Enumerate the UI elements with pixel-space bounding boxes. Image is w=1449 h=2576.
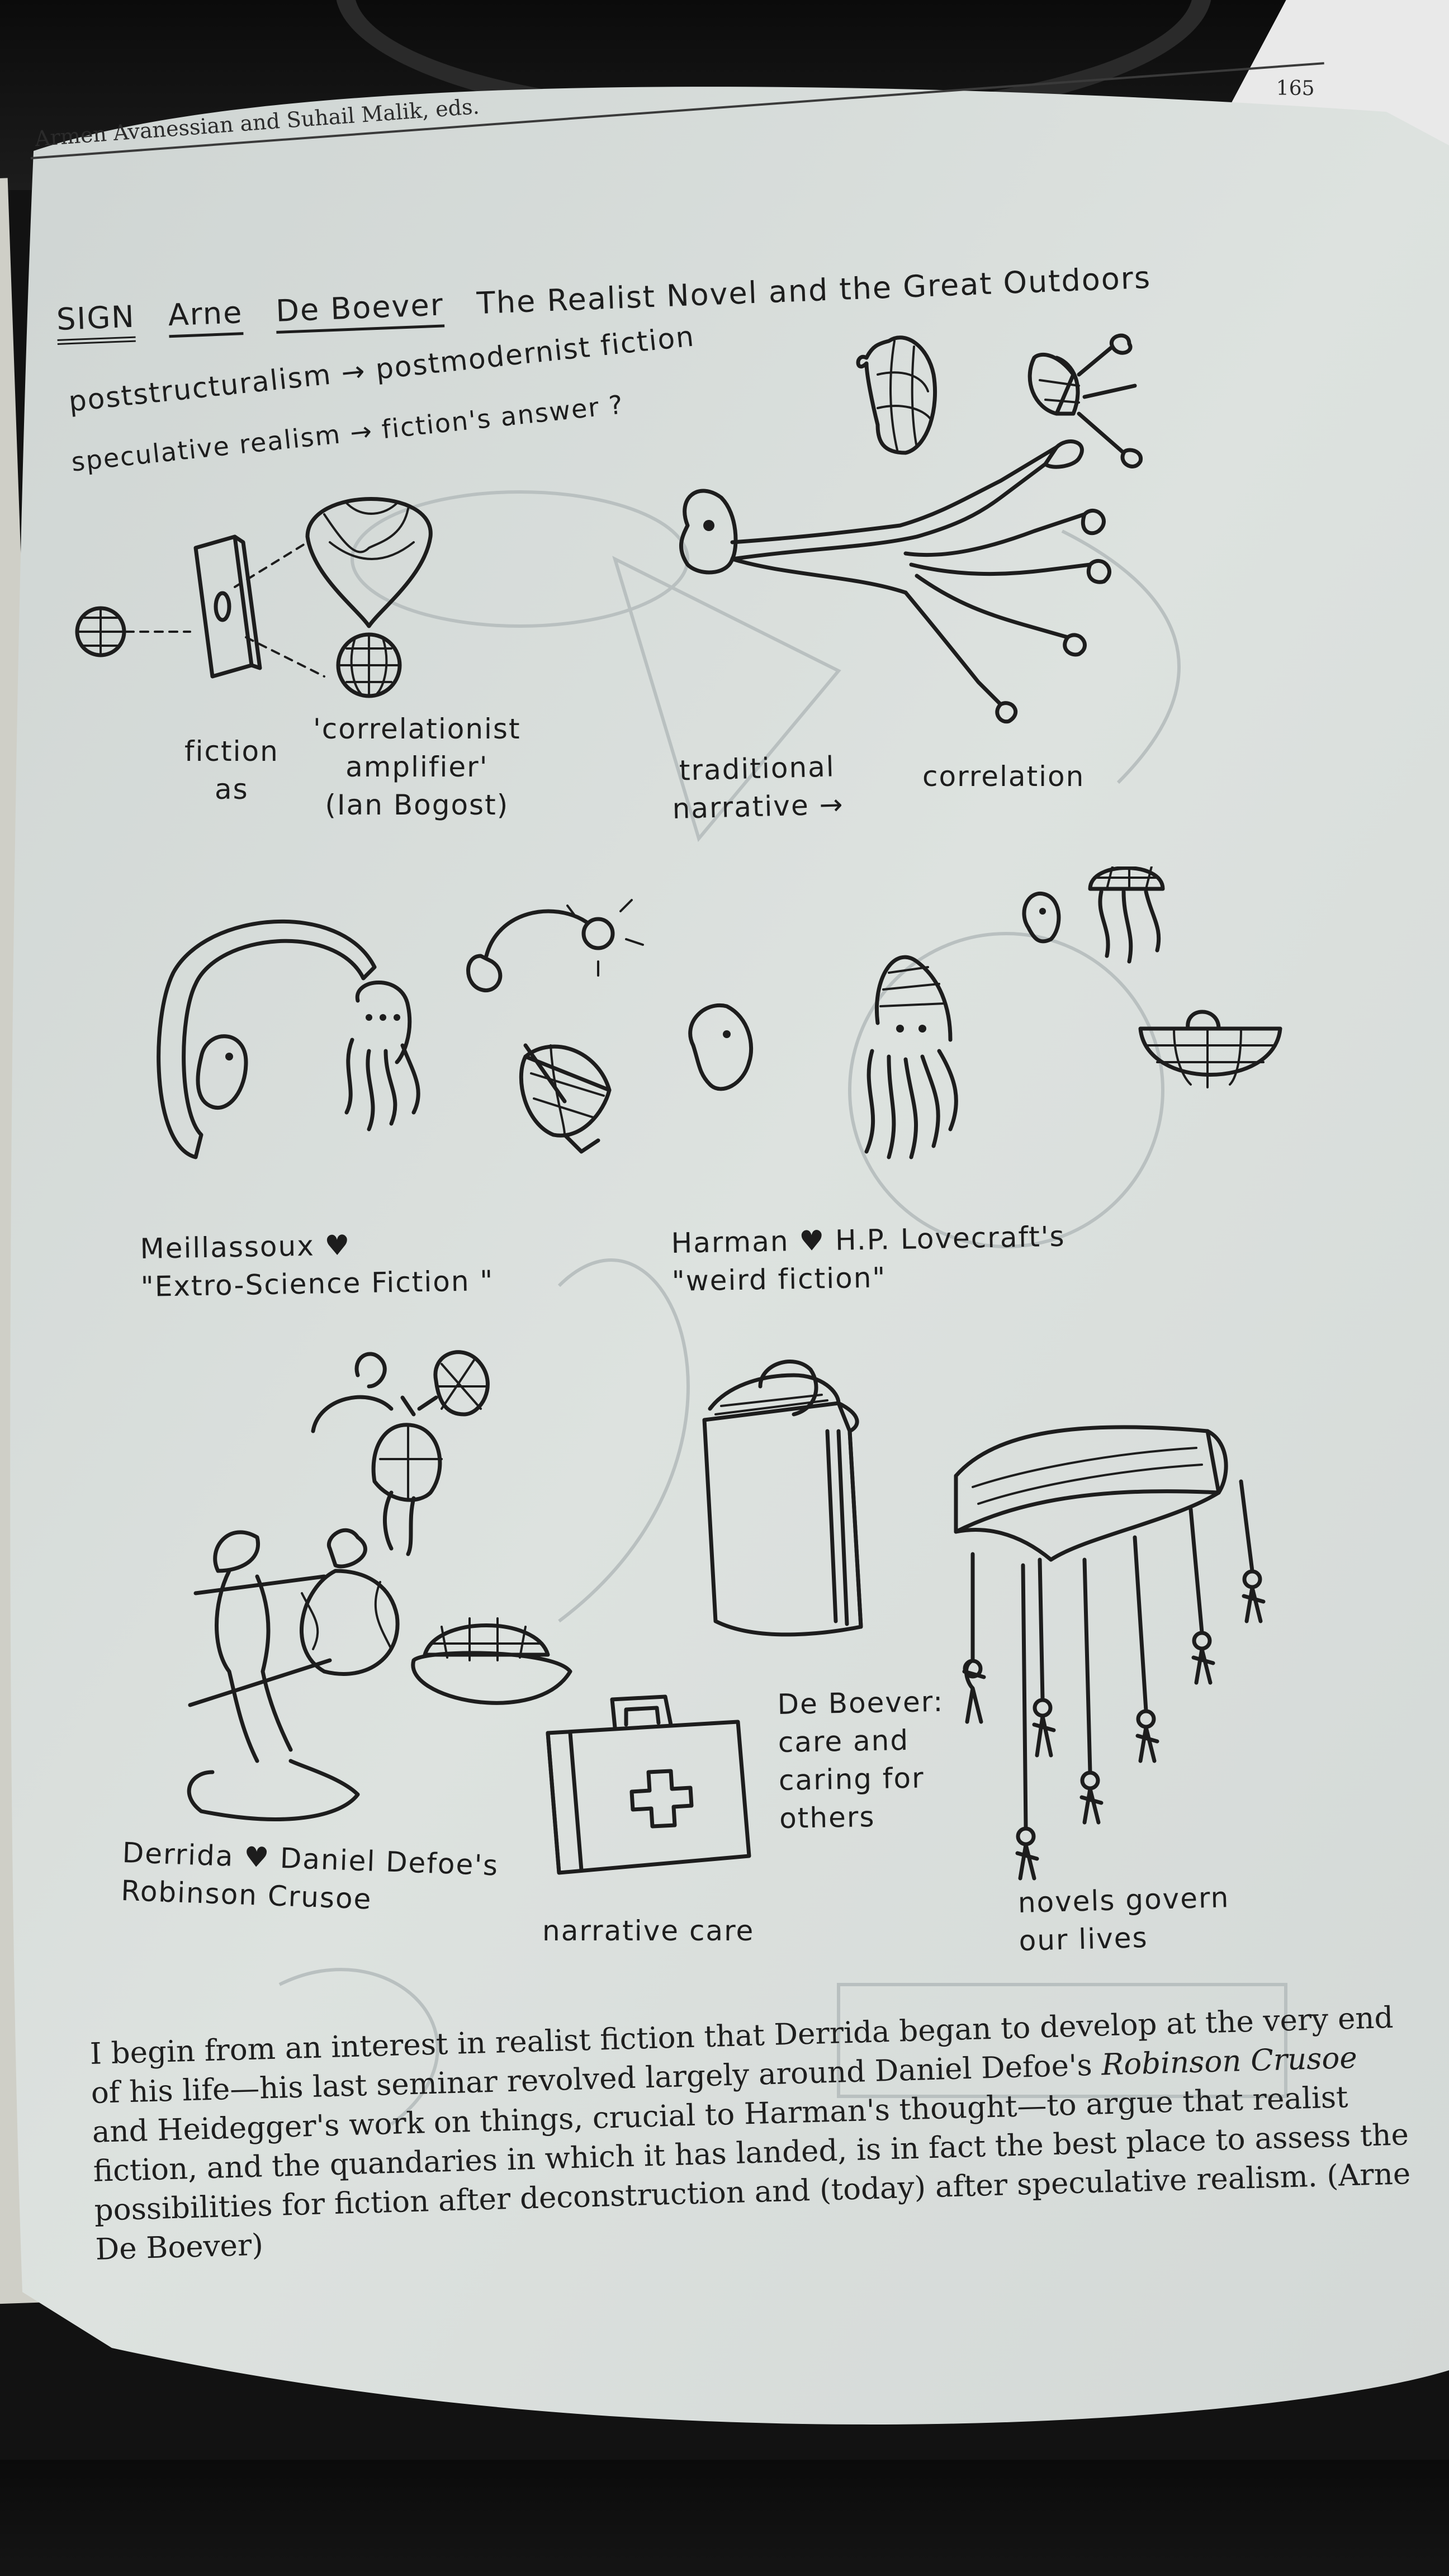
label-novels-line-1: novels govern — [1017, 1881, 1230, 1919]
label-correlation: correlation — [922, 760, 1085, 793]
label-fiction-as: fiction as — [184, 732, 279, 808]
weird-fiction-drawing — [682, 866, 1308, 1202]
label-novels-govern: novels govern our lives — [1017, 1878, 1231, 1960]
label-harman-line-1: Harman ♥ H.P. Lovecraft's — [671, 1220, 1066, 1259]
label-de-boever-line-1: De Boever: — [777, 1685, 944, 1721]
author-last-name: De Boever — [275, 287, 445, 334]
label-harman-line-2: "weird fiction" — [671, 1261, 887, 1298]
label-novels-line-2: our lives — [1018, 1921, 1149, 1957]
label-de-boever-line-2: care and — [778, 1723, 910, 1759]
label-amplifier-line-3: (Ian Bogost) — [325, 789, 509, 821]
sign-tag: SIGN — [56, 299, 136, 345]
label-fiction-as-line-1: fiction — [184, 735, 279, 768]
extro-science-fiction-drawing — [140, 878, 699, 1191]
label-amplifier-line-1: 'correlationist — [313, 713, 521, 745]
label-de-boever-line-3: caring for — [778, 1761, 925, 1797]
label-narrative-care: narrative care — [542, 1915, 755, 1947]
body-text-italic: Robinson Crusoe — [1101, 2040, 1358, 2082]
first-aid-kit-drawing — [537, 1688, 760, 1901]
page-number: 165 — [1276, 77, 1315, 100]
label-traditional-line-1: traditional — [679, 750, 836, 787]
label-meillassoux: Meillassoux ♥ "Extro-Science Fiction " — [140, 1224, 494, 1306]
robinson-crusoe-drawing — [145, 1336, 648, 1828]
label-traditional-line-2: narrative → — [671, 788, 845, 825]
label-amplifier-line-2: amplifier' — [345, 751, 489, 783]
book-drawing — [693, 1353, 894, 1655]
correlation-drawing — [643, 313, 1258, 738]
label-traditional-narrative: traditional narrative → — [671, 747, 844, 828]
novels-govern-drawing — [939, 1409, 1297, 1912]
label-fiction-as-line-2: as — [215, 773, 249, 806]
label-correlationist-amplifier: 'correlationist amplifier' (Ian Bogost) — [313, 710, 521, 824]
label-harman: Harman ♥ H.P. Lovecraft's "weird fiction… — [671, 1218, 1066, 1300]
label-derrida: Derrida ♥ Daniel Defoe's Robinson Crusoe — [120, 1834, 499, 1922]
bottom-shadow — [0, 2460, 1449, 2576]
correlationist-amplifier-drawing — [67, 481, 570, 716]
label-de-boever-line-4: others — [779, 1800, 875, 1835]
label-meillassoux-line-1: Meillassoux ♥ — [140, 1229, 351, 1265]
show-through — [278, 490, 1287, 2126]
author-first-name: Arne — [167, 295, 244, 338]
label-de-boever: De Boever: care and caring for others — [777, 1683, 946, 1838]
label-meillassoux-line-2: "Extro-Science Fiction " — [140, 1264, 494, 1303]
body-paragraph: I begin from an interest in realist fict… — [89, 1998, 1426, 2270]
